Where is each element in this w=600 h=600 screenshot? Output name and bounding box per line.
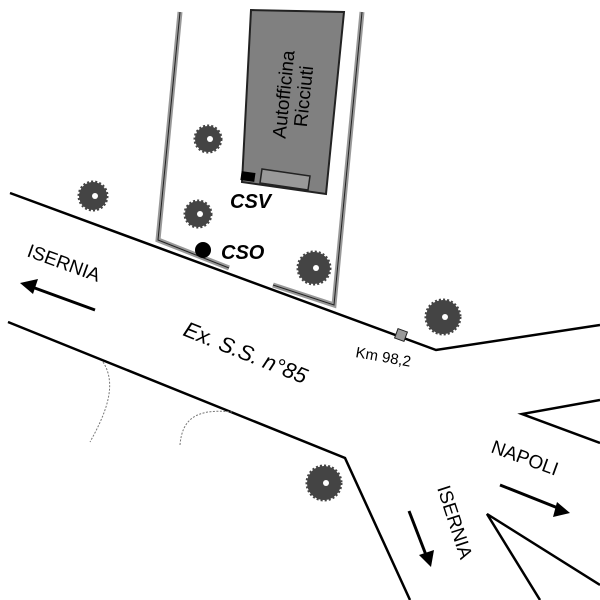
dotted-tracks <box>89 361 233 446</box>
km-marker-post <box>393 327 409 343</box>
arrow-south-icon <box>407 510 434 567</box>
road-name: Ex. S.S. n°85 <box>180 316 312 389</box>
cso-marker <box>195 242 211 258</box>
road-edges <box>7 191 600 600</box>
arrow-west-icon <box>20 279 96 312</box>
csv-marker <box>240 171 256 182</box>
km-marker-label: Km 98,2 <box>354 344 412 370</box>
arrow-east-icon <box>499 483 570 517</box>
building-door <box>259 168 311 191</box>
direction-napoli: NAPOLI <box>488 437 561 481</box>
csv-label: CSV <box>230 191 273 213</box>
building-autofficina <box>240 8 346 196</box>
cso-label: CSO <box>221 242 265 264</box>
direction-isernia-south: ISERNIA <box>432 483 476 562</box>
